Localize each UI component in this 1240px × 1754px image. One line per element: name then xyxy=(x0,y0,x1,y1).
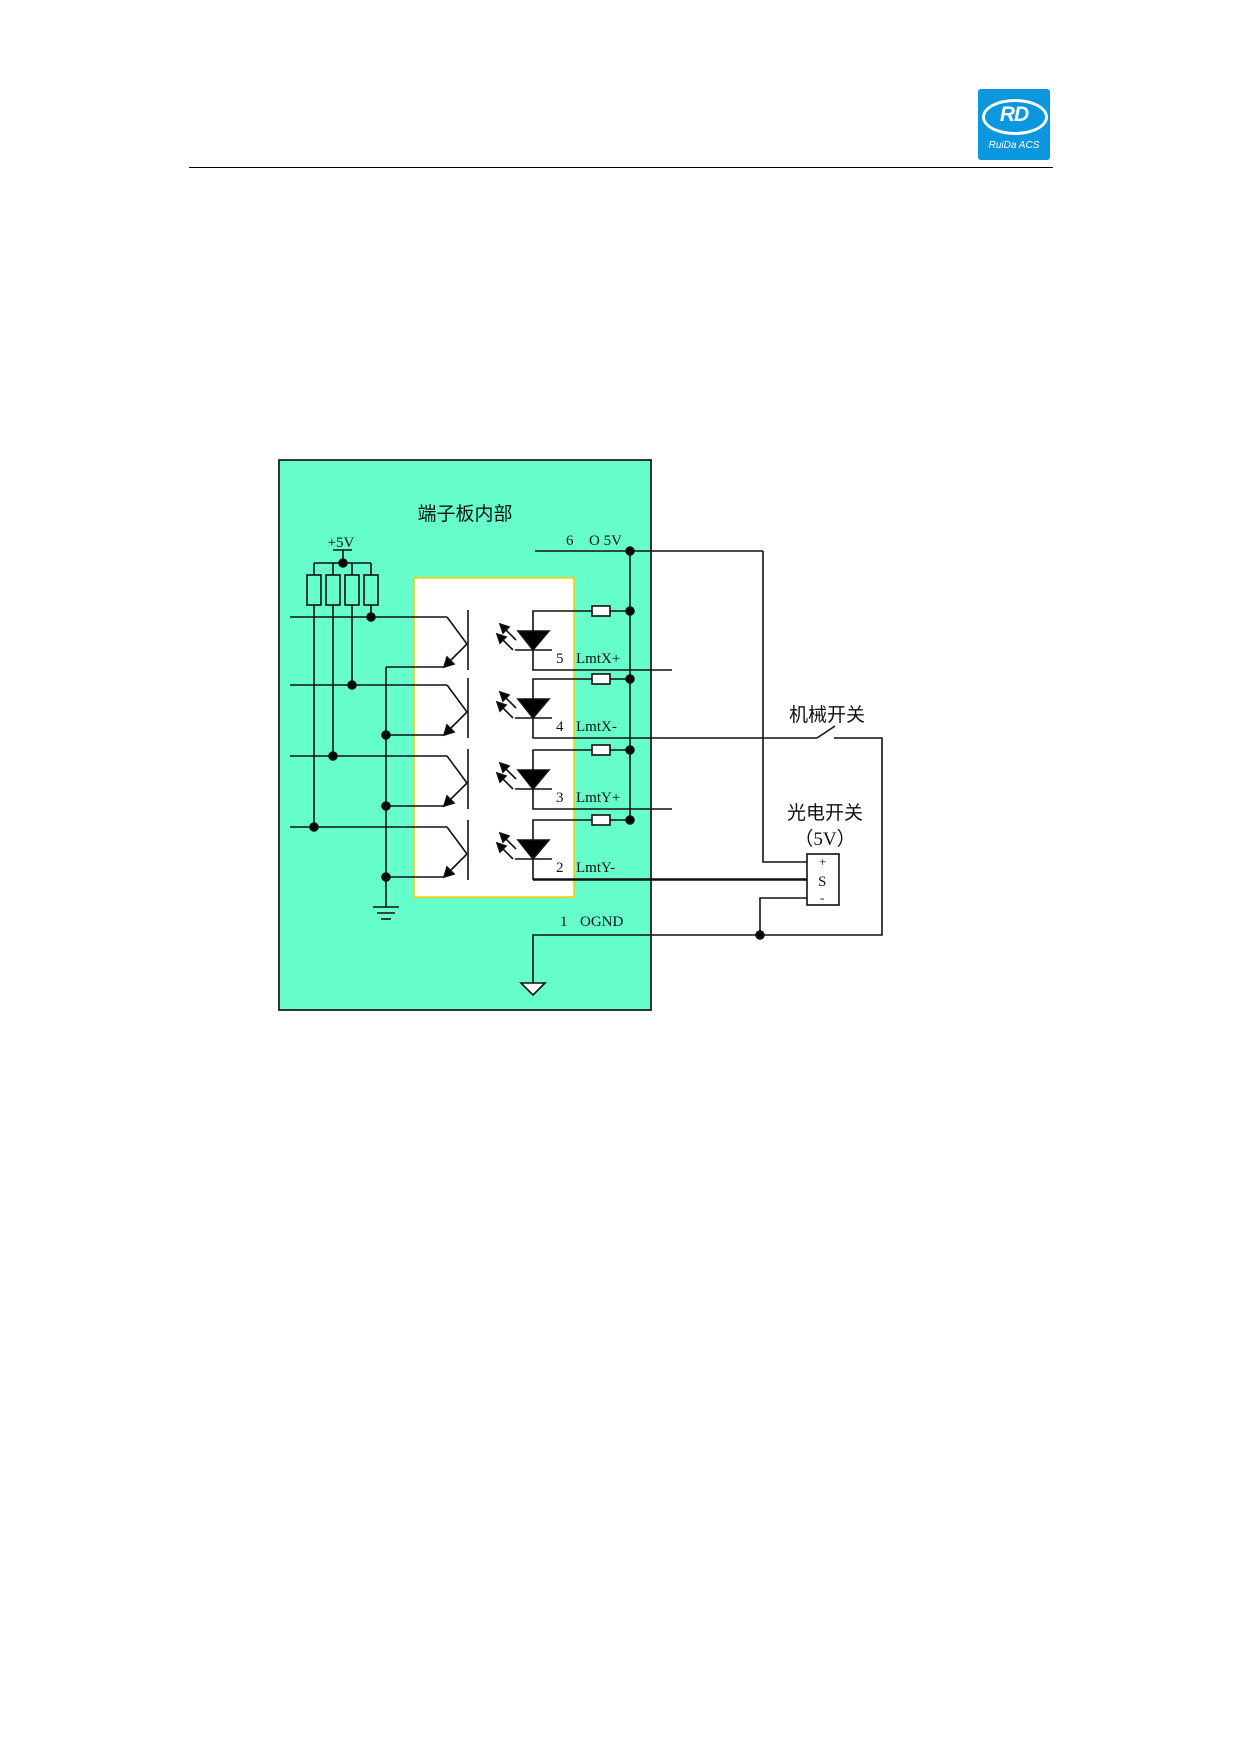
board-title: 端子板内部 xyxy=(417,503,512,525)
photo-switch-sensor xyxy=(806,853,840,906)
pin-2-name: LmtY- xyxy=(576,860,615,876)
led-diode-icon xyxy=(516,630,551,652)
mechanical-switch-icon xyxy=(816,725,836,739)
junction-dot xyxy=(328,751,338,761)
junction-dot xyxy=(309,822,319,832)
pin-3-number: 3 xyxy=(556,790,564,806)
ground-triangle-icon xyxy=(519,982,547,997)
header-rule xyxy=(189,167,1053,168)
mechanical-switch-label: 机械开关 xyxy=(789,704,865,726)
pin-4-name: LmtX- xyxy=(576,719,617,735)
pin-6-number: 6 xyxy=(566,533,574,549)
led-resistor xyxy=(591,814,611,826)
pin-2-number: 2 xyxy=(556,860,564,876)
pin-1-name: OGND xyxy=(580,914,623,930)
pin-1-number: 1 xyxy=(560,914,568,930)
logo-oval xyxy=(982,99,1048,135)
led-resistor xyxy=(591,673,611,685)
junction-dot xyxy=(755,930,765,940)
photo-switch-label: 光电开关 xyxy=(787,802,863,824)
led-resistor xyxy=(591,605,611,617)
supply-label: +5V xyxy=(328,535,355,551)
led-diode-icon xyxy=(516,769,551,791)
ruida-logo: RD RuiDa ACS xyxy=(978,89,1050,160)
photo-switch-voltage: （5V） xyxy=(794,828,855,850)
sensor-pin-signal: S xyxy=(818,874,826,890)
pin-5-number: 5 xyxy=(556,651,564,667)
pin-6-name: O 5V xyxy=(589,533,622,549)
pin-5-name: LmtX+ xyxy=(576,651,620,667)
junction-dot xyxy=(338,558,348,568)
led-resistor xyxy=(591,744,611,756)
led-diode-icon xyxy=(516,839,551,861)
sensor-pin-minus: - xyxy=(820,890,824,905)
logo-mark: RD xyxy=(999,103,1029,126)
led-diode-icon xyxy=(516,698,551,720)
pin-3-name: LmtY+ xyxy=(576,790,620,806)
junction-dot xyxy=(347,680,357,690)
logo-subtitle: RuiDa ACS xyxy=(988,140,1040,151)
sensor-pin-plus: + xyxy=(819,854,826,869)
pin-4-number: 4 xyxy=(556,719,564,735)
junction-dot xyxy=(366,612,376,622)
